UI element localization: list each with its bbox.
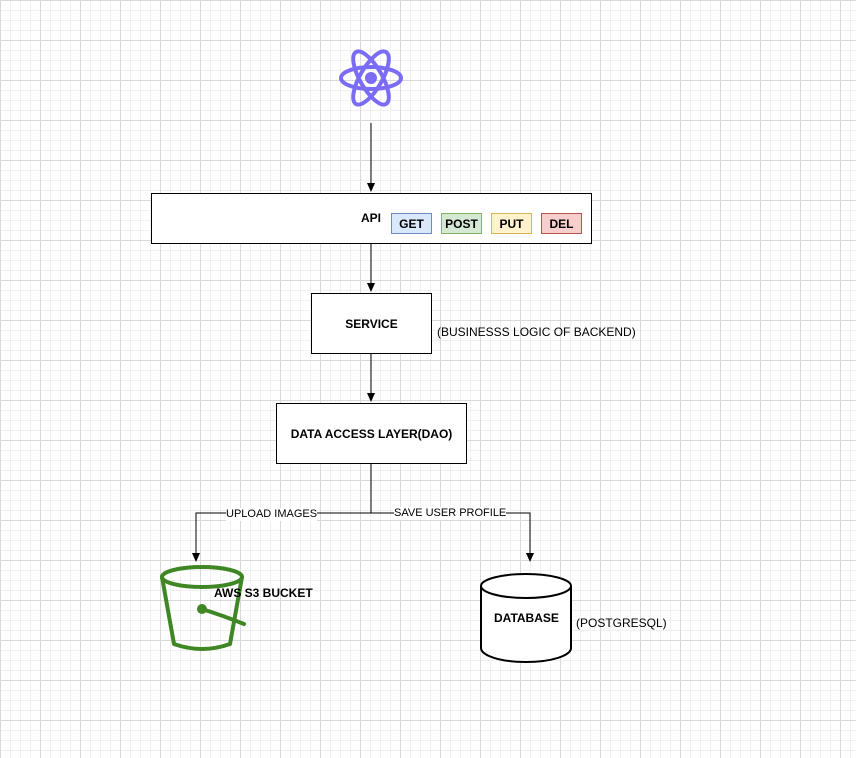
service-box: SERVICE <box>311 293 432 354</box>
bucket-icon <box>158 564 246 654</box>
method-post-badge: POST <box>441 213 482 234</box>
method-put-label: PUT <box>499 216 524 231</box>
upload-images-label: UPLOAD IMAGES <box>226 508 318 521</box>
database-label: DATABASE <box>494 611 559 625</box>
method-post-label: POST <box>445 216 478 231</box>
dao-box: DATA ACCESS LAYER(DAO) <box>276 403 467 464</box>
method-get-label: GET <box>399 216 424 231</box>
method-del-label: DEL <box>549 216 574 231</box>
service-label: SERVICE <box>345 316 398 331</box>
method-del-badge: DEL <box>541 213 582 234</box>
method-get-badge: GET <box>391 213 432 234</box>
s3-label: AWS S3 BUCKET <box>214 586 313 600</box>
method-put-badge: PUT <box>491 213 532 234</box>
service-note: (BUSINESSS LOGIC OF BACKEND) <box>437 325 636 339</box>
react-icon <box>338 48 404 108</box>
cylinder-icon <box>479 572 573 664</box>
edge-dao-to-database <box>371 512 534 562</box>
save-user-profile-label: SAVE USER PROFILE <box>394 507 507 520</box>
database-note: (POSTGRESQL) <box>576 616 667 630</box>
api-label: API <box>361 211 382 225</box>
dao-label: DATA ACCESS LAYER(DAO) <box>290 426 453 441</box>
